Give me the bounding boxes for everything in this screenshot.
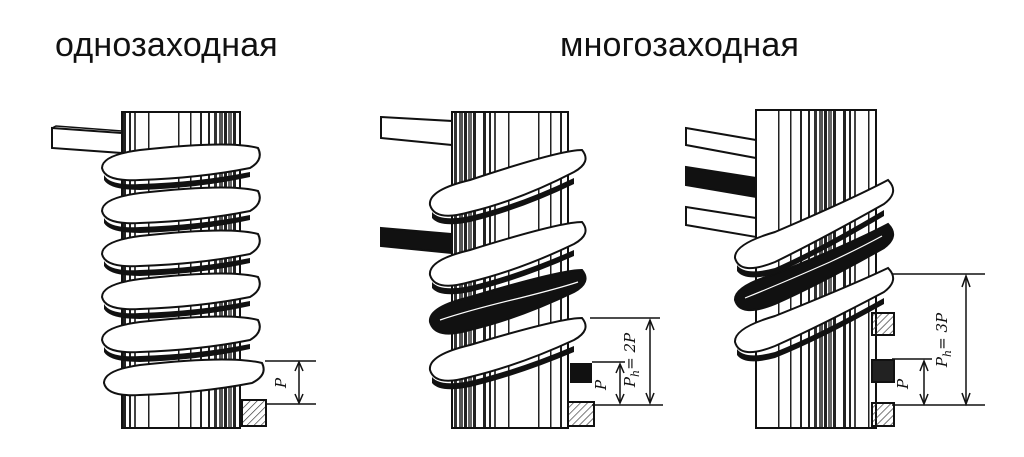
title-multi-start: многозаходная: [560, 26, 800, 64]
lead-dimension: [892, 273, 985, 407]
pitch-label: P: [272, 377, 290, 389]
triple-start-thread-figure: P Ph= 3P: [685, 109, 985, 429]
single-start-thread-figure: P: [51, 111, 316, 429]
lead-dimension: [590, 317, 663, 406]
double-start-thread-figure: P Ph= 2P: [380, 111, 663, 429]
lead-label: Ph= 3P: [933, 312, 954, 368]
lead-subscript: h: [941, 350, 954, 357]
pitch-label: P: [592, 379, 610, 391]
lead-subscript: h: [629, 370, 642, 377]
lead-symbol: P: [621, 376, 639, 388]
pitch-label: P: [894, 378, 912, 390]
pitch-dimension: [265, 360, 316, 405]
lead-equation: = 3P: [933, 312, 951, 350]
lead-equation: = 2P: [621, 332, 639, 370]
title-single-start: однозаходная: [55, 26, 278, 64]
lead-label: Ph= 2P: [621, 332, 642, 388]
lead-symbol: P: [933, 356, 951, 368]
